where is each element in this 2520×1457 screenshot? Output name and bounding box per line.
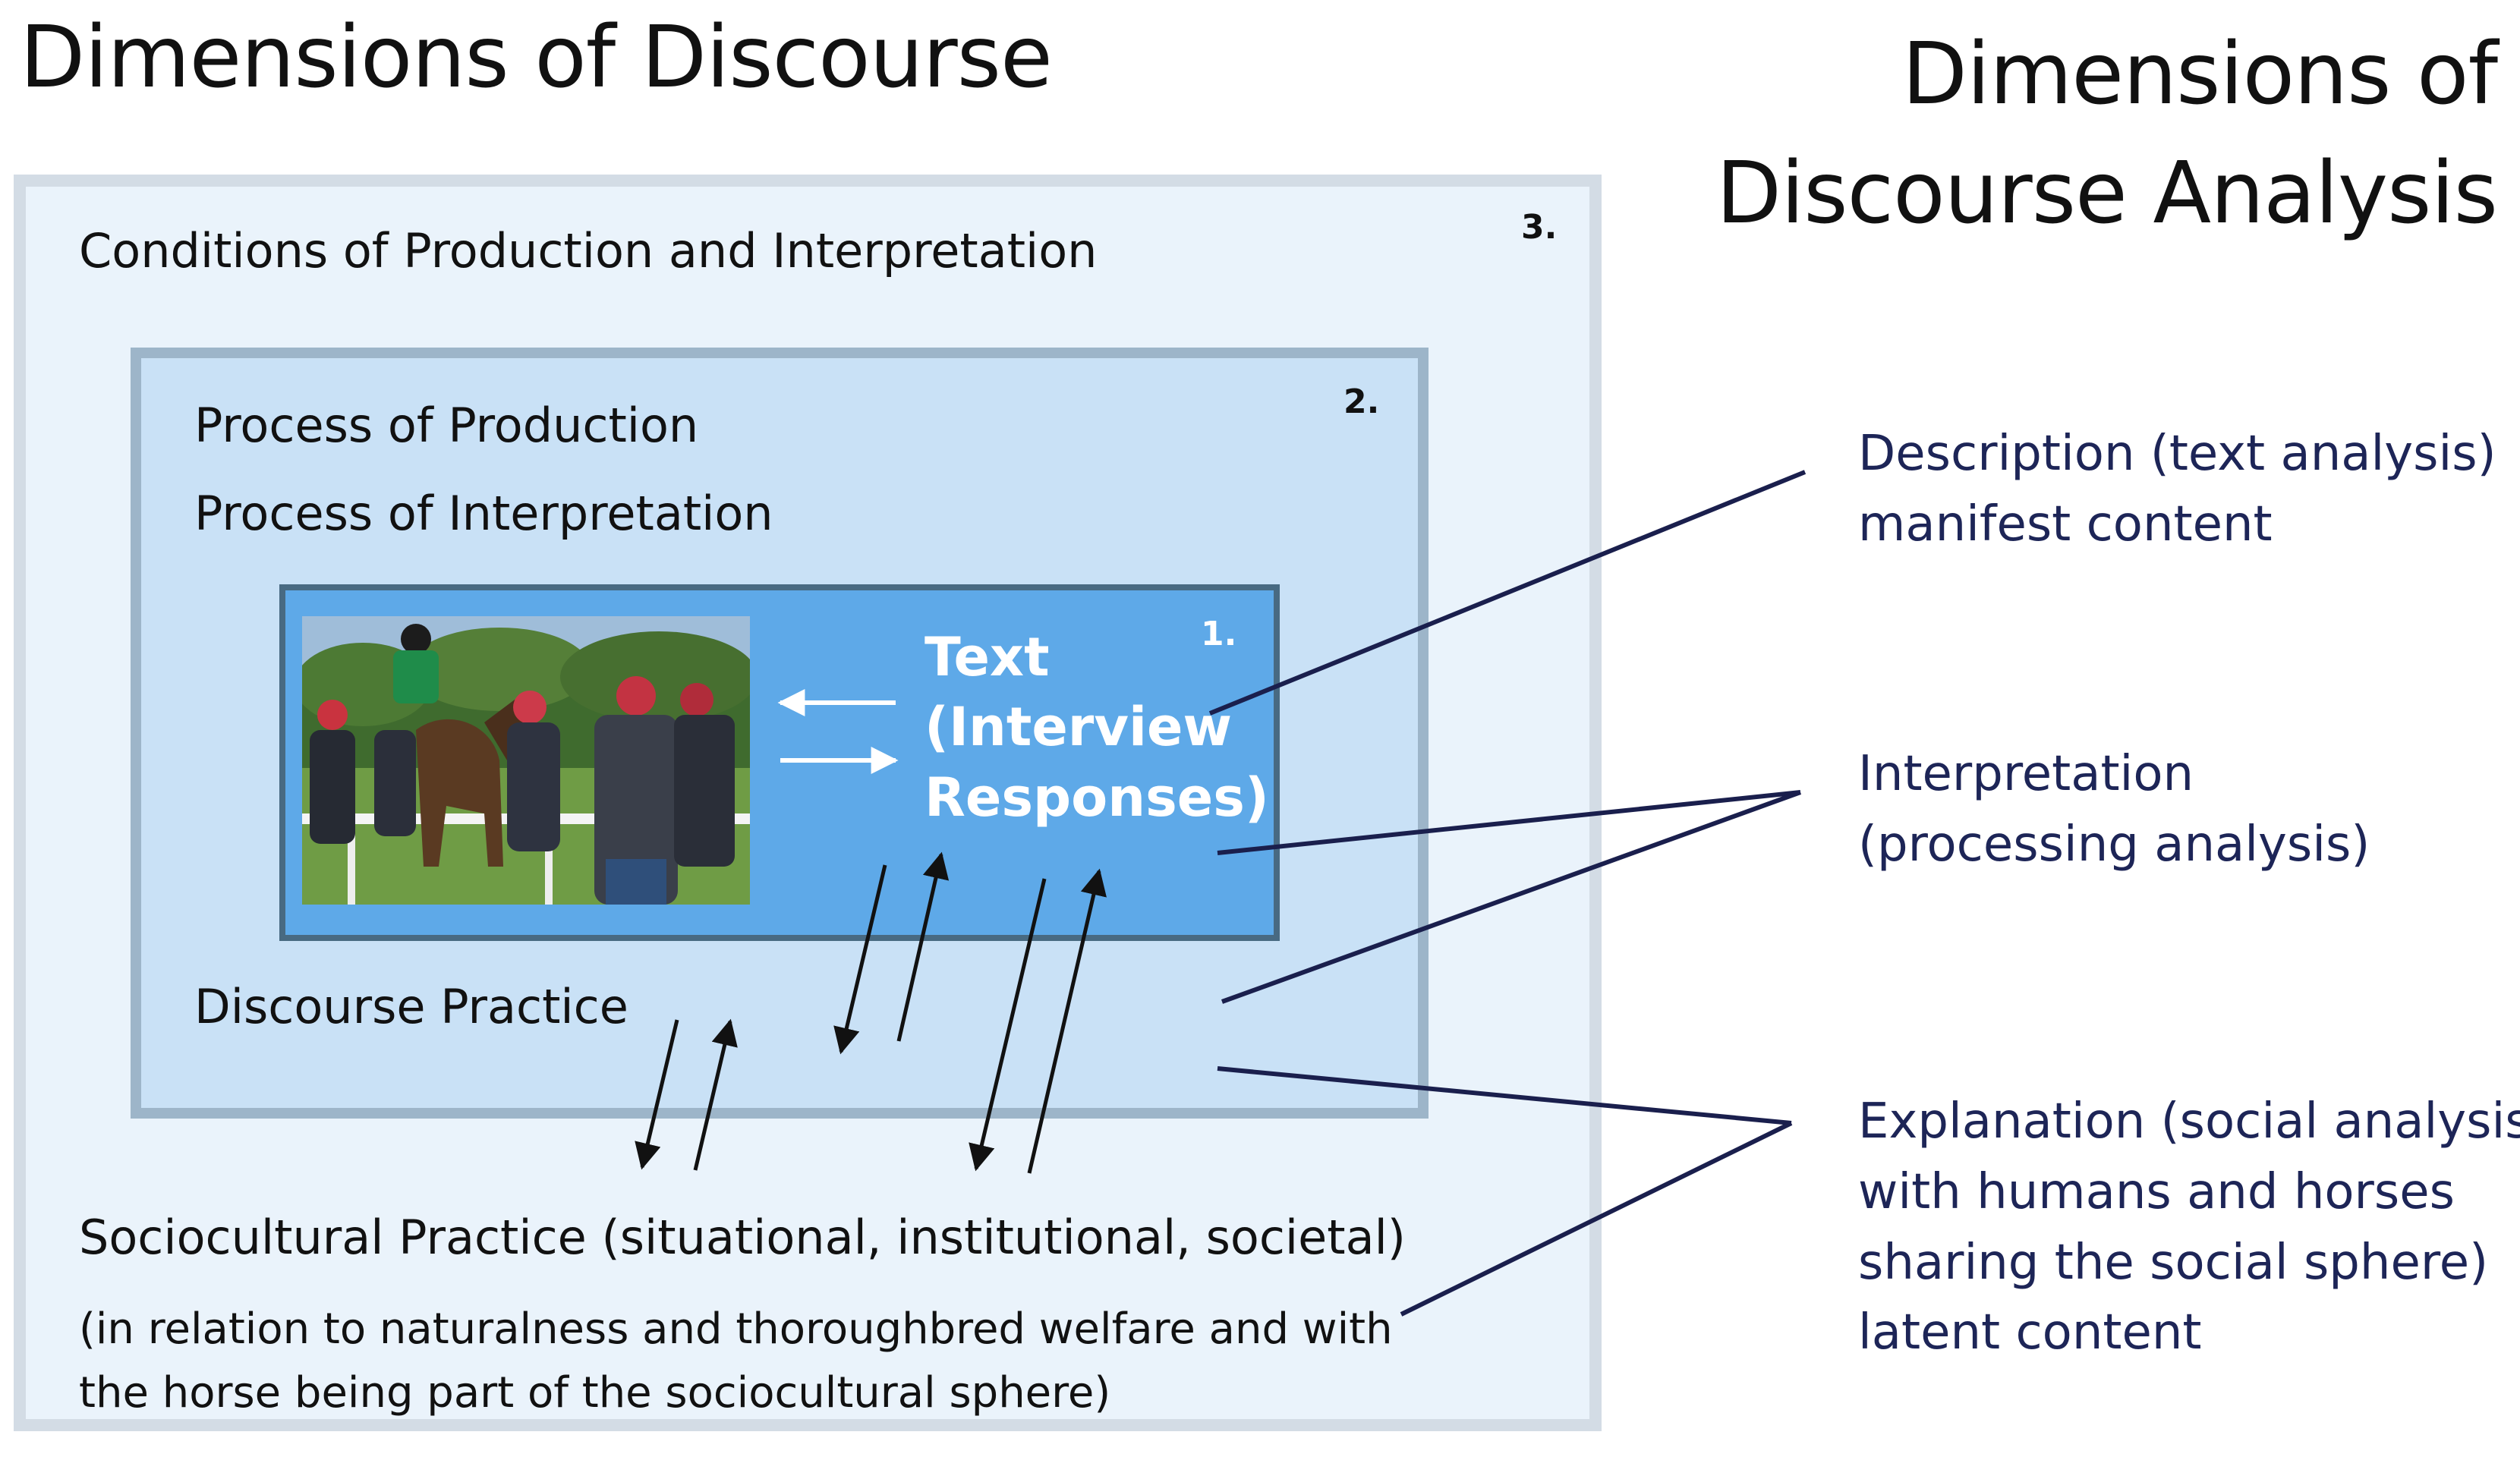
title-dimensions-of-discourse-analysis: Dimensions of Discourse Analysis xyxy=(1715,15,2498,253)
process-of-interpretation-label: Process of Interpretation xyxy=(194,486,773,541)
horse-jockey-photo-graphic xyxy=(302,616,750,905)
title-dimensions-of-discourse: Dimensions of Discourse xyxy=(20,8,1053,107)
text-line-3: Responses) xyxy=(925,766,1269,829)
interpretation-line1: Interpretation xyxy=(1858,746,2194,802)
conditions-heading: Conditions of Production and Interpretat… xyxy=(79,223,1098,278)
sociocultural-note: (in relation to naturalness and thorough… xyxy=(79,1298,1393,1425)
explanation-line2: with humans and horses xyxy=(1858,1163,2455,1220)
title-right-line2: Discourse Analysis xyxy=(1715,143,2498,243)
explanation-line1: Explanation (social analysis, xyxy=(1858,1094,2520,1150)
sociocultural-practice-label: Sociocultural Practice (situational, ins… xyxy=(79,1210,1406,1265)
text-line-1: Text xyxy=(925,626,1050,688)
interpretation-label: Interpretation (processing analysis) xyxy=(1858,739,2370,880)
sociocultural-note-line1: (in relation to naturalness and thorough… xyxy=(79,1304,1393,1354)
horse-jockey-photo xyxy=(302,616,750,905)
explanation-line3: sharing the social sphere) xyxy=(1858,1234,2489,1291)
discourse-practice-label: Discourse Practice xyxy=(194,979,628,1034)
box-number-2: 2. xyxy=(1343,382,1380,421)
explanation-label: Explanation (social analysis, with human… xyxy=(1858,1087,2520,1368)
text-interview-responses-label: Text (Interview Responses) xyxy=(925,622,1269,832)
box-number-3: 3. xyxy=(1521,208,1558,247)
explanation-line4: latent content xyxy=(1858,1304,2202,1361)
description-line1: Description (text analysis) xyxy=(1858,426,2496,482)
sociocultural-note-line2: the horse being part of the sociocultura… xyxy=(79,1368,1111,1418)
process-of-production-label: Process of Production xyxy=(194,398,699,453)
description-label: Description (text analysis) manifest con… xyxy=(1858,419,2496,560)
description-line2: manifest content xyxy=(1858,496,2273,552)
title-right-line1: Dimensions of xyxy=(1901,25,2498,124)
interpretation-line2: (processing analysis) xyxy=(1858,816,2370,873)
text-line-2: (Interview xyxy=(925,696,1233,759)
